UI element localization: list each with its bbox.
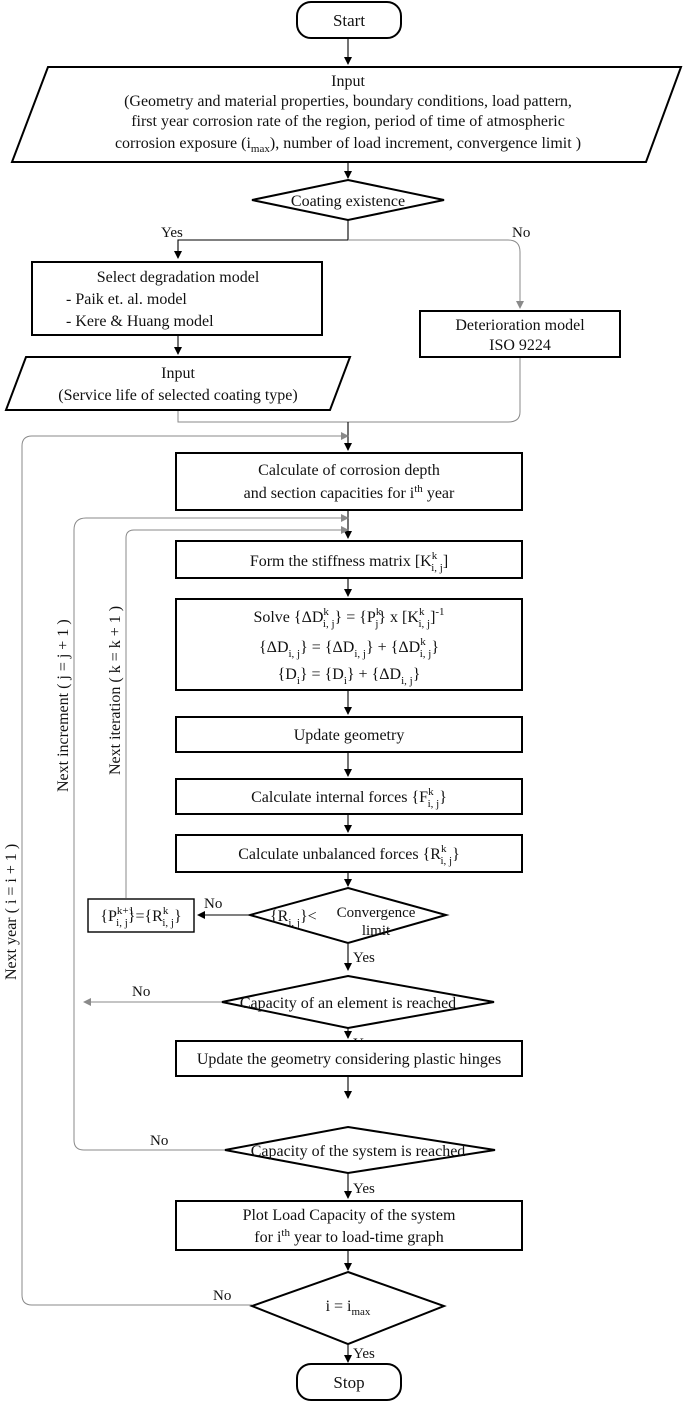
arrow-deterioration-merge — [348, 357, 521, 423]
input-line-1: (Geometry and material properties, bound… — [124, 93, 572, 110]
input2-line-1: (Service life of selected coating type) — [58, 387, 297, 404]
input-line-3: corrosion exposure (imax), number of loa… — [115, 135, 581, 155]
p-update-box — [87, 898, 195, 933]
arrow-coating-no — [348, 239, 524, 309]
convergence-decision — [246, 886, 450, 945]
coating-yes-label: Yes — [161, 225, 183, 241]
unbalanced-forces-box — [175, 834, 523, 873]
input2-parallelogram — [4, 356, 352, 411]
start-label: Start — [333, 11, 365, 30]
solve-box — [175, 598, 523, 691]
input-line-2: first year corrosion rate of the region,… — [131, 113, 565, 130]
arrow-input2-merge — [177, 410, 348, 423]
convergence-symbol: {Ri, j}< — [270, 908, 317, 929]
corrosion-line-2: and section capacities for ith year — [244, 483, 455, 502]
corrosion-box — [175, 452, 523, 511]
system-yes-label: Yes — [353, 1181, 375, 1197]
imax-yes-label: Yes — [353, 1346, 375, 1362]
next-iteration-label: Next iteration ( k = k + 1 ) — [107, 606, 124, 775]
degradation-item-2: - Kere & Huang model — [66, 313, 214, 330]
system-capacity-decision — [224, 1125, 496, 1175]
element-no-label: No — [132, 984, 150, 1000]
start-terminal — [296, 1, 402, 39]
corrosion-line-1: Calculate of corrosion depth — [258, 462, 440, 479]
system-no-label: No — [150, 1133, 168, 1149]
plot-line-1: Plot Load Capacity of the system — [243, 1207, 456, 1224]
convergence-word-2: limit — [362, 923, 391, 939]
convergence-word-1: Convergence — [337, 905, 416, 921]
loop-next-year — [21, 432, 349, 1306]
plot-line-2: for ith year to load-time graph — [254, 1227, 443, 1246]
update-geometry-box — [175, 716, 523, 753]
plastic-hinges-box — [175, 1040, 523, 1077]
element-capacity-decision — [221, 974, 495, 1030]
loop-next-increment — [73, 514, 349, 1151]
solve-line-3: {Di} = {Di} + {ΔDi, j} — [278, 666, 421, 687]
internal-forces-box — [175, 778, 523, 815]
stop-label: Stop — [333, 1373, 364, 1392]
input-title: Input — [331, 73, 365, 90]
degradation-box — [31, 261, 323, 336]
update-geometry-label: Update geometry — [294, 727, 405, 744]
degradation-item-1: - Paik et. al. model — [66, 291, 187, 308]
loop-next-iteration — [125, 526, 349, 898]
convergence-yes-label: Yes — [353, 950, 375, 966]
coating-label: Coating existence — [291, 193, 405, 210]
deterioration-line-1: Deterioration model — [455, 317, 585, 334]
deterioration-box — [419, 310, 621, 358]
imax-label: i = imax — [326, 1298, 371, 1318]
next-year-label: Next year ( i = i + 1 ) — [3, 844, 20, 980]
system-capacity-label: Capacity of the system is reached — [251, 1143, 466, 1160]
next-increment-label: Next increment ( j = j + 1 ) — [55, 619, 72, 792]
arrow-coating-yes — [174, 220, 349, 259]
imax-decision — [249, 1270, 447, 1346]
imax-no-label: No — [213, 1288, 231, 1304]
deterioration-line-2: ISO 9224 — [489, 337, 551, 354]
coating-no-label: No — [512, 225, 530, 241]
plastic-hinges-label: Update the geometry considering plastic … — [197, 1051, 501, 1068]
plot-box — [175, 1200, 523, 1251]
degradation-title: Select degradation model — [97, 269, 260, 286]
element-capacity-label: Capacity of an element is reached — [240, 995, 456, 1012]
coating-decision — [251, 178, 445, 222]
input2-title: Input — [161, 365, 195, 382]
stop-terminal — [296, 1363, 402, 1401]
convergence-no-label: No — [204, 896, 222, 912]
stiffness-box — [175, 540, 523, 579]
input-parallelogram — [10, 66, 683, 163]
